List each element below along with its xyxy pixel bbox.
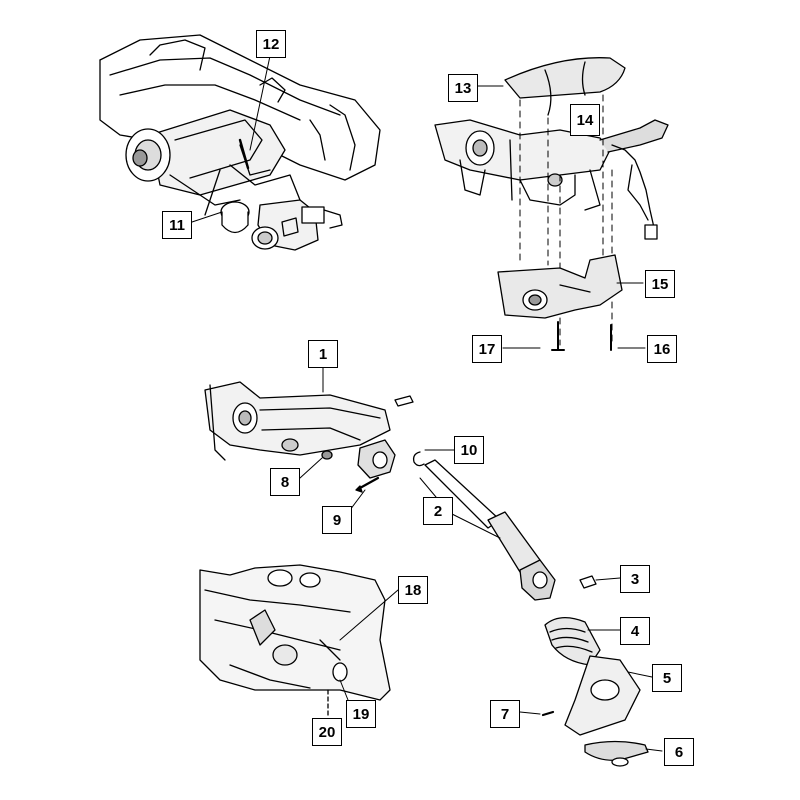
steering-column-shaft-drawing: [204, 381, 649, 767]
callout-7: 7: [490, 700, 520, 728]
callout-18: 18: [398, 576, 428, 604]
callout-16: 16: [647, 335, 677, 363]
callout-10: 10: [454, 436, 484, 464]
callout-leader-lines: [191, 55, 663, 752]
callout-4: 4: [620, 617, 650, 645]
callout-17: 17: [472, 335, 502, 363]
callout-19: 19: [346, 700, 376, 728]
callout-3: 3: [620, 565, 650, 593]
callout-8: 8: [270, 468, 300, 496]
callout-13: 13: [448, 74, 478, 102]
column-shroud-assembly-drawing: [434, 57, 669, 351]
callout-11: 11: [162, 211, 192, 239]
callout-20: 20: [312, 718, 342, 746]
callout-5: 5: [652, 664, 682, 692]
callout-12: 12: [256, 30, 286, 58]
callout-6: 6: [664, 738, 694, 766]
callout-2: 2: [423, 497, 453, 525]
bulkhead-mounting-drawing: [199, 564, 391, 716]
callout-15: 15: [645, 270, 675, 298]
callout-9: 9: [322, 506, 352, 534]
callout-1: 1: [308, 340, 338, 368]
callout-14: 14: [570, 104, 600, 136]
ignition-lock-assembly-drawing: [99, 34, 381, 251]
